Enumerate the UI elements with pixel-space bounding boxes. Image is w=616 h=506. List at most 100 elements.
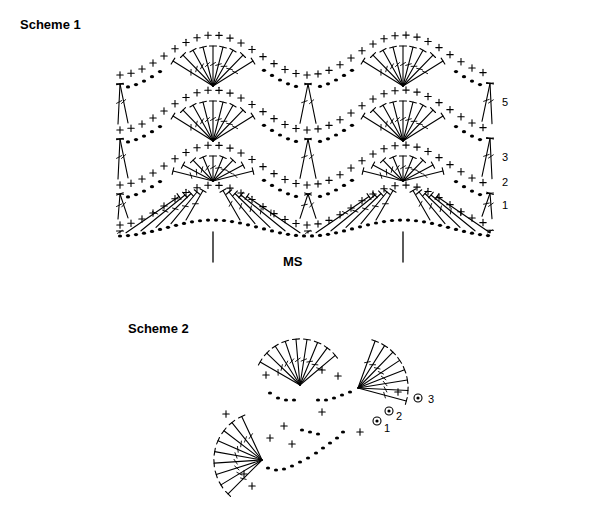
double-crochet-symbol [402, 101, 403, 141]
double-crochet-symbol [229, 201, 232, 206]
double-crochet-symbol [120, 84, 128, 123]
double-crochet-symbol [372, 340, 379, 342]
double-crochet-symbol [391, 64, 394, 69]
single-crochet-symbol [163, 163, 164, 169]
chain-stitch [134, 138, 138, 141]
single-crochet-symbol [185, 39, 186, 45]
double-crochet-symbol [358, 380, 407, 388]
chain-stitch [390, 219, 394, 222]
double-crochet-symbol [358, 341, 375, 388]
double-crochet-symbol [411, 121, 417, 122]
chain-stitch [350, 179, 354, 182]
double-crochet-symbol [430, 53, 435, 58]
chain-stitch [278, 231, 282, 234]
chain-stitch [238, 221, 242, 224]
double-crochet-symbol [196, 169, 197, 175]
chain-stitch [470, 134, 474, 137]
double-crochet-symbol [224, 431, 262, 460]
double-crochet-symbol [282, 340, 289, 342]
single-crochet-symbol [284, 121, 285, 127]
double-crochet-symbol [308, 194, 316, 218]
single-crochet-symbol [119, 127, 120, 133]
double-crochet-symbol [118, 139, 120, 179]
double-crochet-symbol [308, 84, 316, 123]
single-crochet-symbol [163, 108, 164, 114]
double-crochet-symbol [232, 126, 237, 129]
single-crochet-symbol [482, 219, 483, 225]
row-number: 3 [428, 394, 434, 405]
single-crochet-symbol [152, 115, 153, 121]
row-number: 2 [502, 177, 508, 188]
double-crochet-symbol [386, 66, 388, 72]
double-crochet-symbol [403, 61, 443, 86]
double-crochet-symbol [118, 230, 123, 233]
chain-stitch [342, 229, 346, 232]
chain-stitch [126, 195, 130, 198]
chain-stitch [166, 226, 170, 229]
double-crochet-symbol [381, 376, 386, 380]
double-crochet-symbol [363, 171, 403, 181]
double-crochet-symbol [431, 162, 434, 168]
double-crochet-symbol [227, 123, 233, 124]
single-crochet-symbol [471, 175, 472, 181]
double-crochet-symbol [260, 208, 262, 214]
single-crochet-symbol [196, 145, 197, 151]
double-crochet-symbol [410, 189, 416, 192]
double-crochet-symbol [190, 104, 196, 107]
double-crochet-symbol [220, 156, 226, 159]
chain-stitch [314, 451, 318, 454]
double-crochet-symbol [403, 171, 443, 181]
double-crochet-symbol [213, 160, 233, 181]
single-crochet-symbol [482, 69, 483, 75]
single-crochet-symbol [130, 70, 131, 76]
double-crochet-symbol [482, 193, 490, 216]
chain-stitch [348, 390, 352, 393]
single-crochet-symbol [269, 435, 270, 441]
double-crochet-symbol [308, 139, 316, 178]
chain-stitch [222, 219, 226, 222]
single-crochet-symbol [251, 101, 252, 107]
chain-stitch [294, 140, 298, 143]
double-crochet-symbol [275, 346, 300, 385]
magic-ring-symbol [416, 396, 419, 399]
chain-stitch [268, 391, 272, 394]
double-crochet-symbol [305, 138, 312, 139]
double-crochet-symbol [141, 195, 185, 231]
double-crochet-symbol [213, 116, 253, 141]
double-crochet-symbol [278, 369, 279, 375]
double-crochet-symbol [373, 192, 377, 197]
single-crochet-symbol [482, 124, 483, 130]
single-crochet-symbol [317, 71, 318, 77]
single-crochet-symbol [405, 142, 406, 148]
double-crochet-symbol [317, 368, 323, 370]
single-crochet-symbol [306, 222, 307, 228]
double-crochet-symbol [295, 358, 300, 361]
double-crochet-symbol [234, 459, 237, 464]
double-crochet-symbol [484, 99, 490, 101]
double-crochet-symbol [196, 66, 198, 72]
double-crochet-symbol [121, 100, 125, 104]
single-crochet-symbol [207, 87, 208, 93]
magic-ring-symbol [387, 409, 390, 412]
single-crochet-symbol [240, 40, 241, 46]
single-crochet-symbol [460, 169, 461, 175]
double-crochet-symbol [300, 139, 308, 178]
single-crochet-symbol [141, 176, 142, 182]
double-crochet-symbol [156, 194, 191, 228]
double-crochet-symbol [215, 471, 217, 478]
foundation-line [402, 232, 403, 262]
chain-stitch [142, 189, 146, 192]
double-crochet-symbol [227, 171, 232, 174]
double-crochet-symbol [235, 453, 237, 458]
double-crochet-symbol [310, 203, 314, 207]
single-crochet-symbol [321, 367, 322, 373]
double-crochet-symbol [117, 193, 124, 195]
double-crochet-symbol [214, 460, 262, 463]
chain-stitch [350, 69, 354, 72]
chain-stitch [134, 193, 138, 196]
double-crochet-symbol [358, 370, 405, 388]
double-crochet-symbol [230, 104, 236, 107]
chain-stitch [406, 219, 410, 222]
single-crochet-symbol [119, 222, 120, 228]
